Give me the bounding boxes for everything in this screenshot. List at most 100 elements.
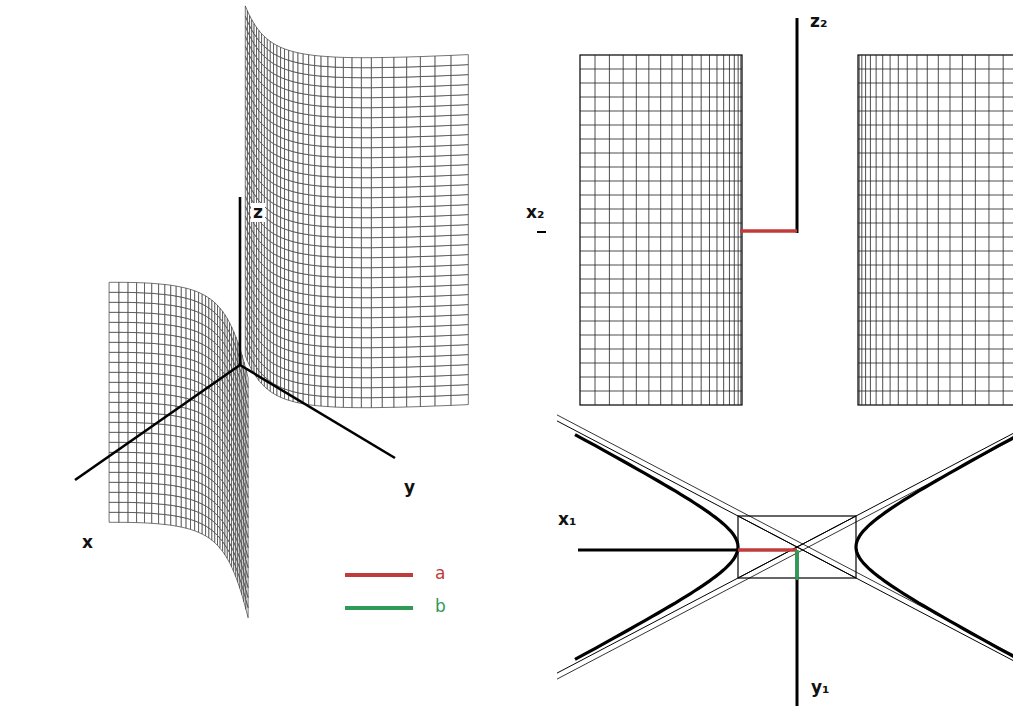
surface-cell [186, 338, 190, 349]
surface-cell [186, 498, 190, 509]
surface-cell [335, 87, 343, 97]
surface-cell [343, 347, 352, 357]
surface-cell [335, 147, 343, 157]
surface-cell [171, 365, 176, 376]
surface-cell [152, 313, 159, 324]
surface-cell [343, 87, 352, 97]
surface-cell [119, 452, 128, 462]
surface-cell [181, 457, 186, 468]
surface-cell [165, 355, 171, 366]
surface-cell [171, 285, 176, 296]
surface-cell [435, 85, 451, 96]
surface-cell [186, 408, 190, 419]
surface-cell [165, 475, 171, 486]
surface-cell [303, 284, 309, 295]
surface-cell [451, 385, 468, 396]
surface-cell [420, 246, 435, 257]
surface-cell [209, 298, 212, 310]
surface-cell [145, 493, 152, 503]
surface-cell [152, 393, 159, 404]
surface-cell [152, 473, 159, 484]
surface-cell [289, 370, 294, 381]
surface-cell [343, 367, 352, 377]
surface-cell [451, 265, 468, 276]
surface-cell [309, 395, 315, 406]
surface-cell [293, 312, 298, 323]
surface-cell [315, 326, 321, 337]
surface-cell [407, 337, 421, 347]
surface-cell [315, 56, 321, 67]
surface-cell [335, 97, 343, 107]
surface-cell [451, 245, 468, 256]
surface-cell [285, 349, 289, 360]
surface-cell [281, 57, 285, 69]
surface-cell [435, 145, 451, 156]
surface-cell [298, 383, 303, 394]
surface-cell [186, 298, 190, 309]
surface-cell [371, 308, 382, 318]
surface-cell [435, 75, 451, 86]
surface-cell [335, 327, 343, 337]
surface-cell [361, 368, 371, 378]
surface-cell [352, 278, 361, 288]
surface-cell [202, 294, 205, 306]
surface-cell [361, 298, 371, 308]
surface-cell [303, 94, 309, 105]
surface-cell [420, 216, 435, 227]
surface-cell [321, 316, 328, 327]
surface-cell [159, 384, 165, 395]
surface-cell [176, 516, 181, 527]
surface-cell [137, 393, 145, 403]
surface-cell [152, 333, 159, 344]
surface-cell [159, 374, 165, 385]
surface-cell [293, 332, 298, 343]
surface-cell [420, 116, 435, 127]
surface-cell [371, 188, 382, 198]
surface-cell [303, 214, 309, 225]
surface-cell [152, 293, 159, 304]
surface-cell [361, 118, 371, 128]
surface-cell [264, 37, 267, 50]
surface-cell [343, 137, 352, 147]
surface-cell [371, 378, 382, 388]
surface-cell [303, 114, 309, 125]
surface-cell [145, 483, 152, 493]
surface-cell [343, 397, 352, 407]
surface-cell [303, 54, 309, 65]
surface-cell [352, 238, 361, 248]
surface-cell [165, 315, 171, 326]
surface-cell [352, 68, 361, 78]
surface-cell [181, 327, 186, 338]
surface-cell [159, 314, 165, 325]
surface-cell [145, 333, 152, 343]
surface-cell [335, 397, 343, 407]
surface-cell [165, 285, 171, 296]
surface-cell [394, 357, 407, 367]
surface-cell [298, 113, 303, 124]
surface-cell [321, 356, 328, 367]
surface-cell [303, 324, 309, 335]
surface-cell [191, 289, 195, 300]
surface-cell [352, 248, 361, 258]
surface-cell [165, 375, 171, 386]
surface-cell [285, 99, 289, 110]
surface-cell [289, 140, 294, 151]
surface-cell [152, 303, 159, 314]
surface-cell [195, 521, 199, 533]
surface-cell [145, 513, 152, 523]
surface-cell [281, 377, 285, 389]
surface-cell [343, 277, 352, 287]
surface-cell [352, 88, 361, 98]
surface-cell [289, 320, 294, 331]
surface-cell [181, 357, 186, 368]
surface-cell [382, 227, 394, 237]
surface-cell [274, 44, 278, 56]
surface-cell [119, 322, 128, 332]
surface-cell [407, 347, 421, 357]
surface-cell [328, 297, 335, 308]
surface-cell [281, 337, 285, 349]
surface-cell [119, 292, 128, 302]
surface-cell [335, 207, 343, 217]
surface-cell [281, 257, 285, 269]
surface-cell [407, 227, 421, 237]
